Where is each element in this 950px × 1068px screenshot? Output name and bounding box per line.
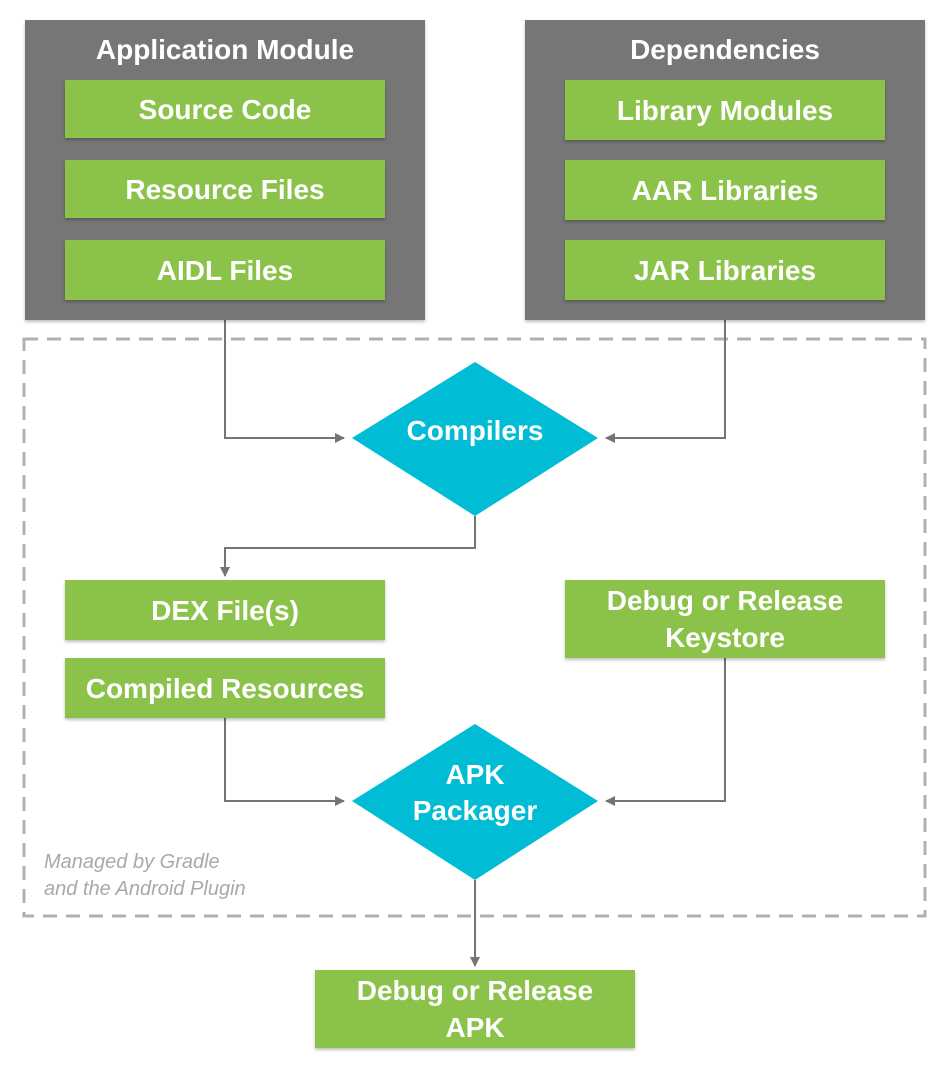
apk-packager-line1: APK [445, 759, 505, 790]
apk-packager-line2: Packager [412, 795, 538, 826]
managed-note-line2: and the Android Plugin [44, 878, 246, 900]
keystore-to-packager-connector [605, 658, 726, 806]
compilers-label: Compilers [406, 415, 544, 446]
output-apk-line2: APK [445, 1012, 505, 1043]
aar-libraries-box: AAR Libraries [565, 160, 885, 220]
jar-libraries-box: JAR Libraries [565, 240, 885, 300]
compiled-resources-box: Compiled Resources [65, 658, 385, 718]
gradle-managed-region [22, 337, 927, 918]
resource-files-box: Resource Files [65, 160, 385, 218]
output-apk-line1: Debug or Release [356, 975, 594, 1006]
managed-by-gradle-note: Managed by Gradle and the Android Plugin [44, 849, 246, 903]
keystore-line1: Debug or Release [606, 585, 844, 616]
library-modules-box: Library Modules [565, 80, 885, 140]
keystore-line2: Keystore [665, 622, 785, 653]
dex-files-box: DEX File(s) [65, 580, 385, 640]
apk-packager-diamond [352, 724, 598, 880]
output-apk-box: Debug or Release APK [315, 970, 635, 1048]
compilers-diamond [352, 362, 598, 516]
compilers-to-dex-connector [220, 516, 476, 577]
keystore-box: Debug or Release Keystore [565, 580, 885, 658]
aidl-files-box: AIDL Files [65, 240, 385, 300]
dependencies-to-compilers-connector [605, 318, 726, 443]
compiled-resources-to-packager-connector [224, 718, 345, 806]
managed-note-line1: Managed by Gradle [44, 851, 220, 873]
app-module-to-compilers-connector [224, 318, 345, 443]
application-module-title: Application Module [95, 34, 355, 65]
source-code-box: Source Code [65, 80, 385, 138]
apk-packager-label: APK Packager [375, 757, 575, 829]
dependencies-title: Dependencies [630, 34, 820, 65]
